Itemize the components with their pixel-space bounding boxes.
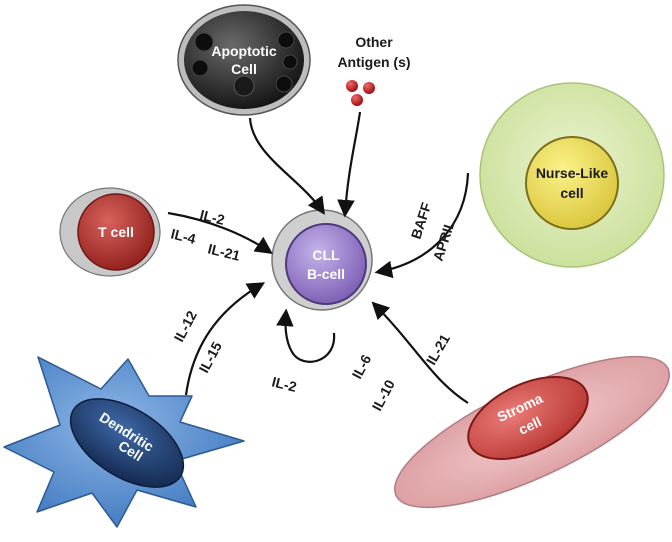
label-il21-tcell: IL-21 [206,240,242,263]
arrow-stroma-to-cll [371,301,469,404]
stroma-cell: Stroma cell [393,355,671,509]
apoptotic-cell-label-1: Apoptotic [211,43,277,59]
antigen-particle [351,94,363,106]
label-april: APRIL [430,218,458,263]
arrow-autocrine-loop [276,308,336,363]
antigen-label-2: Antigen (s) [337,54,410,70]
arrow-antigen-to-cll [337,111,362,218]
nurse-like-cell-label-2: cell [560,185,583,201]
label-il12: IL-12 [171,308,201,345]
cll-cell-label-1: CLL [312,247,340,263]
label-il21-stroma: IL-21 [423,331,453,367]
arrow-tcell-to-cll [167,211,273,254]
arrow-nurse-to-cll [374,172,470,279]
t-cell-label: T cell [98,224,134,240]
label-il4: IL-4 [169,225,197,247]
antigen-particle [363,82,375,94]
dendritic-cell: Dendritic Cell [3,356,245,528]
cll-b-cell: CLL B-cell [271,209,373,311]
arrow-apoptotic-to-cll [248,117,325,215]
cll-cell-label-2: B-cell [307,266,345,282]
apoptotic-cell-label-2: Cell [231,61,257,77]
label-il6: IL-6 [349,352,375,382]
antigen-label-1: Other [355,34,393,50]
apoptotic-cell: Apoptotic Cell [177,4,311,116]
t-cell: T cell [59,187,161,277]
label-il2-autocrine: IL-2 [270,373,298,395]
label-il15: IL-15 [196,339,226,376]
arrow-dendritic-to-cll [184,282,266,396]
label-il2-tcell: IL-2 [198,206,226,228]
nurse-like-cell: Nurse-Like cell [479,82,665,268]
antigen-particle [346,80,358,92]
nurse-like-cell-label-1: Nurse-Like [536,165,609,181]
label-il10: IL-10 [369,377,399,414]
label-baff: BAFF [408,200,435,241]
antigen-group: Other Antigen (s) [337,34,411,106]
